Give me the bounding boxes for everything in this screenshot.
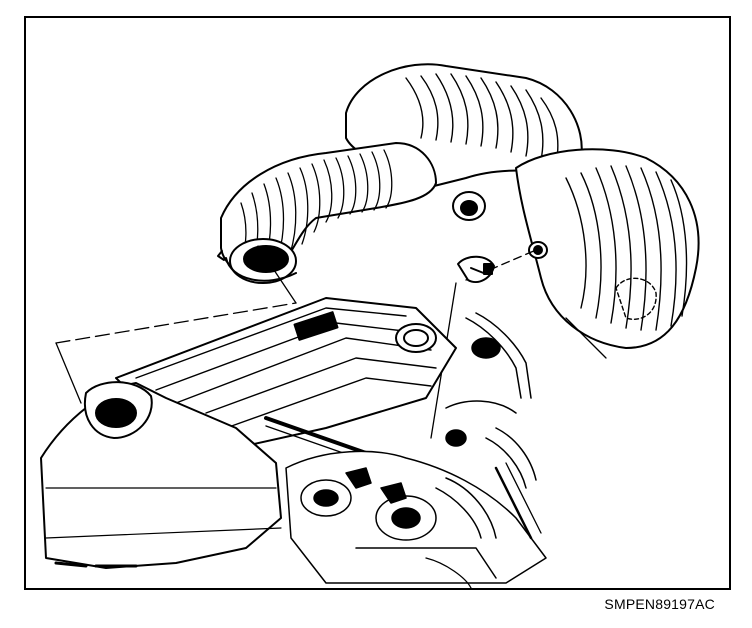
hose-clip xyxy=(457,255,495,284)
figure-caption: SMPEN89197AC xyxy=(604,596,715,612)
intake-plenum-cover xyxy=(40,381,282,569)
engine-air-intake-illustration xyxy=(40,63,700,588)
illustration-frame xyxy=(24,16,731,590)
engine-bay-components xyxy=(285,312,547,588)
engine-valve-cover xyxy=(115,297,457,462)
corrugated-intake-hose xyxy=(217,142,437,284)
